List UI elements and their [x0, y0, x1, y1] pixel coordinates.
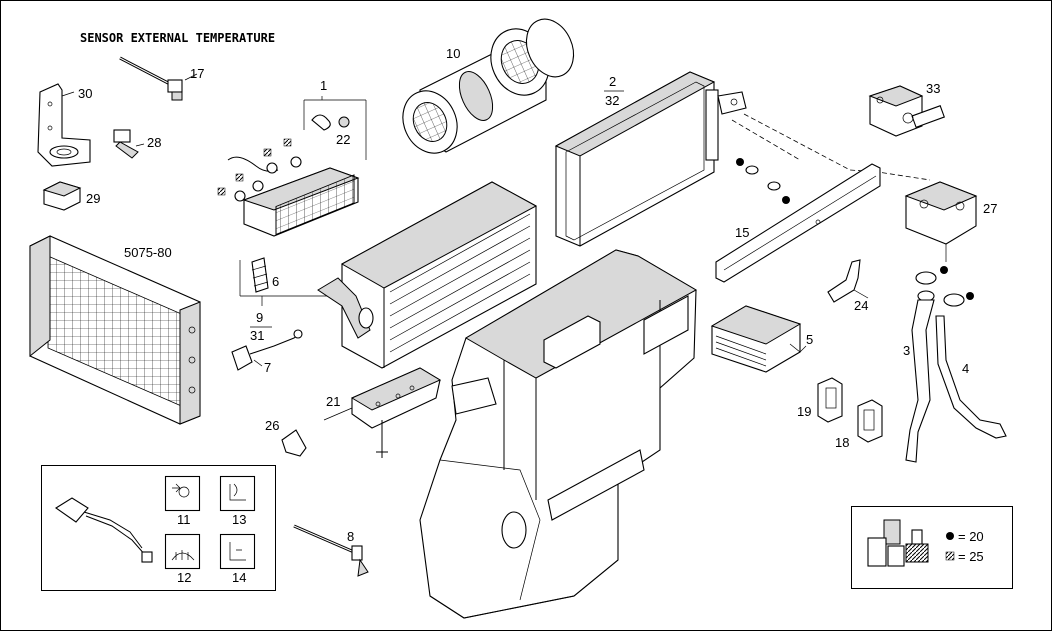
leader-dashed	[743, 113, 931, 181]
callout-33: 33	[926, 81, 940, 96]
hatch-marker-icon	[945, 551, 955, 561]
callout-14: 14	[232, 570, 246, 585]
part-5075-80-condenser	[29, 235, 201, 425]
part-10-blower	[402, 18, 575, 154]
legend-dot-value: = 20	[958, 529, 984, 544]
callout-28: 28	[147, 135, 161, 150]
part-15-bracket-bar	[715, 163, 881, 283]
switch-14-tile	[219, 533, 256, 570]
switch-13-tile	[219, 475, 256, 512]
callout-9: 9	[256, 310, 263, 325]
callout-17: 17	[190, 66, 204, 81]
callout-27: 27	[983, 201, 997, 216]
part-7-sensor-harness	[231, 329, 303, 371]
callout-26: 26	[265, 418, 279, 433]
part-6-filter	[239, 257, 330, 306]
switch-11-tile	[164, 475, 201, 512]
callout-7: 7	[264, 360, 271, 375]
part-17-temperature-probe	[119, 56, 198, 101]
callout-13: 13	[232, 512, 246, 527]
part-3-hose	[905, 266, 948, 463]
callout-22: 22	[336, 132, 350, 147]
dot-marker-icon	[946, 532, 954, 540]
callout-24: 24	[854, 298, 868, 313]
legend-hatch-value: = 25	[958, 549, 984, 564]
callout-5: 5	[806, 332, 813, 347]
evaporator-unit	[317, 181, 538, 369]
switch-12-tile	[164, 533, 201, 570]
callout-21: 21	[326, 394, 340, 409]
part-26-clip	[281, 429, 307, 457]
callout-29: 29	[86, 191, 100, 206]
callout-4: 4	[962, 361, 969, 376]
part-1-control-module	[217, 96, 367, 237]
part-19-connector	[817, 377, 843, 423]
hvac-housing	[419, 249, 698, 619]
part-4-hose	[935, 292, 1007, 439]
callout-15: 15	[735, 225, 749, 240]
callout-11: 11	[177, 512, 191, 527]
callout-1: 1	[320, 78, 327, 93]
part-18-connector	[857, 399, 883, 443]
callout-2: 2	[609, 74, 616, 89]
callout-10: 10	[446, 46, 460, 61]
part-27-housing	[904, 181, 978, 262]
callout-32: 32	[605, 93, 619, 108]
callout-18: 18	[835, 435, 849, 450]
part-24-pipe-bracket	[827, 259, 869, 303]
part-29-pad	[42, 181, 82, 211]
callout-8: 8	[347, 529, 354, 544]
callout-12: 12	[177, 570, 191, 585]
part-28-clip	[113, 129, 145, 159]
inset-switches-panel	[41, 465, 276, 591]
callout-31: 31	[250, 328, 264, 343]
callout-3: 3	[903, 343, 910, 358]
callout-19: 19	[797, 404, 811, 419]
seal-rings	[736, 158, 790, 204]
part-21-support	[323, 367, 442, 458]
diagram-title: SENSOR EXTERNAL TEMPERATURE	[80, 31, 275, 45]
part-2-heater-core	[554, 71, 747, 247]
callout-30: 30	[78, 86, 92, 101]
legend-box	[851, 506, 1013, 589]
part-30-bracket	[37, 83, 91, 167]
part-33-valve	[868, 85, 945, 137]
part-5-resistor	[710, 305, 807, 373]
callout-5075-80: 5075-80	[124, 245, 172, 260]
part-8-probe	[293, 524, 369, 577]
callout-6: 6	[272, 274, 279, 289]
